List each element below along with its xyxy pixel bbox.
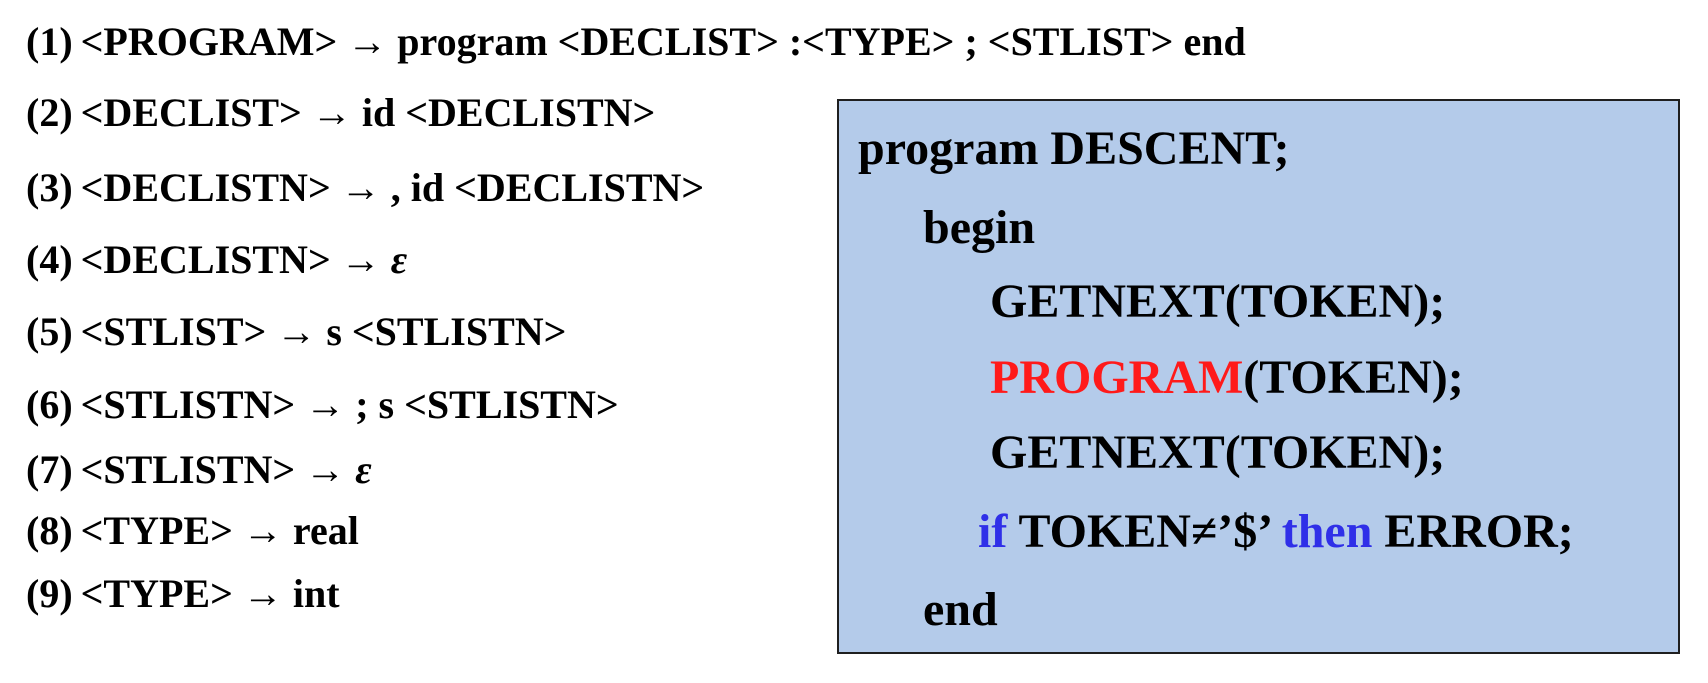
rule-number: (2)	[26, 90, 73, 135]
rule-number: (5)	[26, 309, 73, 354]
rule-text: <STLISTN> → ; s <STLISTN>	[80, 382, 619, 427]
rule-number: (8)	[26, 508, 73, 553]
code-line-end: end	[923, 583, 998, 636]
epsilon-symbol: ε	[355, 447, 372, 492]
grammar-rule-2: (2)<DECLIST> → id <DECLISTN>	[26, 89, 655, 137]
grammar-rule-1: (1)<PROGRAM> → program <DECLIST> :<TYPE>…	[26, 18, 1246, 66]
code-line-getnext-1: GETNEXT(TOKEN);	[990, 275, 1446, 328]
rule-text: <TYPE> → int	[80, 571, 340, 616]
keyword-if: if	[978, 505, 1008, 558]
program-call-args: (TOKEN);	[1243, 351, 1464, 404]
rule-text: <DECLIST> → id <DECLISTN>	[80, 90, 656, 135]
keyword-then: then	[1281, 505, 1373, 558]
code-line-program: program DESCENT;	[858, 122, 1290, 175]
code-line-program-call: PROGRAM(TOKEN);	[990, 350, 1464, 406]
code-line-getnext-2: GETNEXT(TOKEN);	[990, 426, 1446, 479]
rule-number: (4)	[26, 237, 73, 282]
grammar-rule-9: (9)<TYPE> → int	[26, 570, 340, 618]
epsilon-symbol: ε	[390, 237, 408, 282]
rule-text: <DECLISTN> → , id <DECLISTN>	[80, 165, 705, 210]
rule-number: (1)	[26, 19, 73, 64]
rule-number: (9)	[26, 571, 73, 616]
rule-text: <PROGRAM> → program <DECLIST> :<TYPE> ; …	[80, 19, 1246, 64]
grammar-rules: (1)<PROGRAM> → program <DECLIST> :<TYPE>…	[26, 0, 1706, 683]
rule-text: <STLIST> → s <STLISTN>	[80, 309, 567, 354]
grammar-rule-3: (3)<DECLISTN> → , id <DECLISTN>	[26, 164, 704, 212]
rule-text: <DECLISTN> →	[80, 237, 391, 282]
if-condition: TOKEN≠’$’	[1007, 505, 1282, 558]
grammar-rule-8: (8)<TYPE> → real	[26, 507, 359, 555]
grammar-rule-6: (6)<STLISTN> → ; s <STLISTN>	[26, 381, 619, 429]
code-line-if: if TOKEN≠’$’ then ERROR;	[978, 504, 1574, 560]
then-statement: ERROR;	[1372, 505, 1574, 558]
grammar-rule-4: (4)<DECLISTN> → ε	[26, 236, 407, 284]
code-line-begin: begin	[923, 201, 1036, 254]
rule-number: (6)	[26, 382, 73, 427]
grammar-rule-5: (5)<STLIST> → s <STLISTN>	[26, 308, 566, 356]
code-box: program DESCENT; begin GETNEXT(TOKEN); P…	[837, 99, 1680, 654]
grammar-rule-7: (7)<STLISTN> → ε	[26, 446, 372, 494]
rule-number: (3)	[26, 165, 73, 210]
program-call-name: PROGRAM	[990, 351, 1244, 404]
rule-text: <STLISTN> →	[80, 447, 356, 492]
rule-number: (7)	[26, 447, 73, 492]
rule-text: <TYPE> → real	[80, 508, 359, 553]
